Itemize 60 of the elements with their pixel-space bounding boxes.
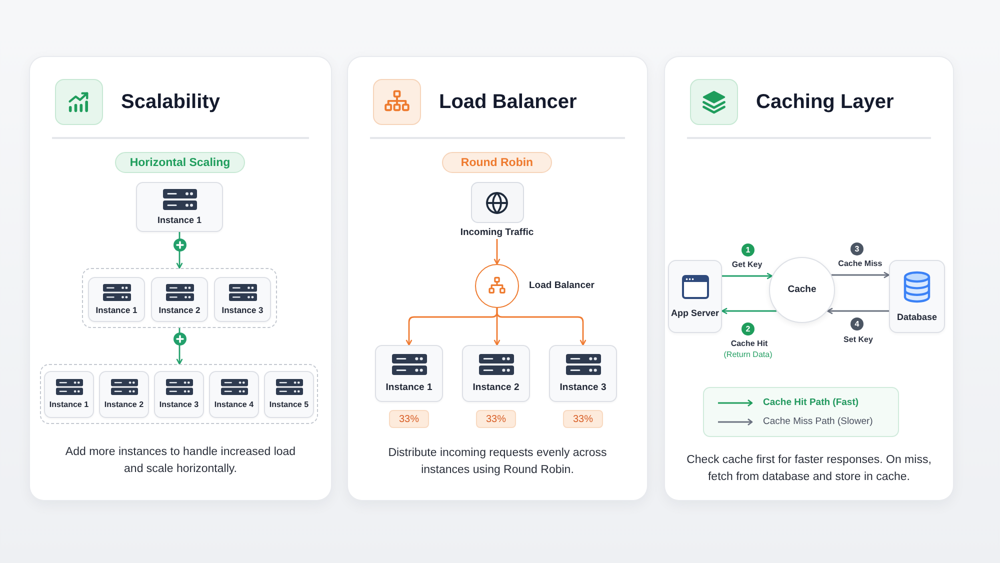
dashed-group [82, 268, 277, 328]
node-label: Instance 3 [159, 400, 199, 410]
instance-box [154, 371, 204, 418]
instance-box [549, 345, 617, 402]
dashed-group [40, 364, 318, 424]
instance-box [214, 277, 271, 322]
strategy-tag: Horizontal Scaling [115, 152, 245, 173]
arrow [496, 308, 586, 346]
panel-card [348, 57, 647, 500]
edge-label: Set Key [842, 335, 875, 345]
panel-description: Distribute incoming requests evenly across instances using Round Robin. [387, 446, 608, 478]
arrow [494, 239, 500, 265]
instance-box [44, 371, 94, 418]
edge-label: Get Key [730, 260, 764, 270]
panel-title: Load Balancer [439, 90, 577, 114]
node-label: Cache [788, 284, 816, 296]
arrow [831, 272, 890, 278]
panel-description: Add more instances to handle increased load and scale horizontally. [64, 445, 297, 476]
panel-card [30, 57, 331, 500]
panel-description: Check cache first for faster responses. On miss, fetch from database and store in cache. [686, 453, 932, 484]
node-label: Instance 1 [157, 214, 202, 226]
instance-box [99, 371, 149, 418]
share-tag: 33% [476, 410, 516, 428]
arrow [826, 308, 889, 314]
legend-text: Cache Miss Path (Slower) [763, 416, 873, 427]
node-label: Instance 1 [386, 382, 432, 394]
node-label: Instance 1 [96, 306, 138, 316]
node-label: Instance 2 [472, 382, 520, 394]
arrow [722, 272, 773, 280]
service-box [668, 260, 722, 333]
panel-title: Caching Layer [756, 90, 894, 114]
instance-box [264, 371, 314, 418]
instance-box [88, 277, 145, 322]
instance-box [209, 371, 259, 418]
node-label: Load Balancer [529, 280, 594, 292]
instance-box [151, 277, 208, 322]
arrow [721, 308, 777, 314]
node-label: Instance 2 [104, 400, 144, 410]
node-label: Instance 3 [560, 382, 606, 394]
instance-box [136, 182, 223, 232]
share-tag: 33% [563, 410, 603, 428]
node-label: Instance 5 [269, 400, 309, 410]
legend-text: Cache Hit Path (Fast) [763, 397, 859, 408]
edge-note: (Return Data) [724, 350, 772, 360]
node-label: Instance 3 [222, 306, 264, 316]
strategy-tag: Round Robin [442, 152, 552, 173]
node-label: Instance 4 [214, 400, 254, 410]
node-label: Database [896, 312, 938, 322]
panel-title: Scalability [121, 90, 220, 114]
instance-box [462, 345, 530, 402]
node-label: Incoming Traffic [460, 228, 534, 239]
node-label: App Server [670, 308, 720, 318]
edge-label: Cache Hit [728, 339, 770, 349]
share-tag: 33% [389, 410, 429, 428]
service-box [889, 260, 945, 333]
node-label: Instance 2 [158, 306, 200, 316]
panel-card [665, 57, 953, 500]
node-label: Instance 1 [49, 400, 89, 410]
instance-box [375, 345, 443, 402]
edge-label: Cache Miss [836, 259, 884, 269]
